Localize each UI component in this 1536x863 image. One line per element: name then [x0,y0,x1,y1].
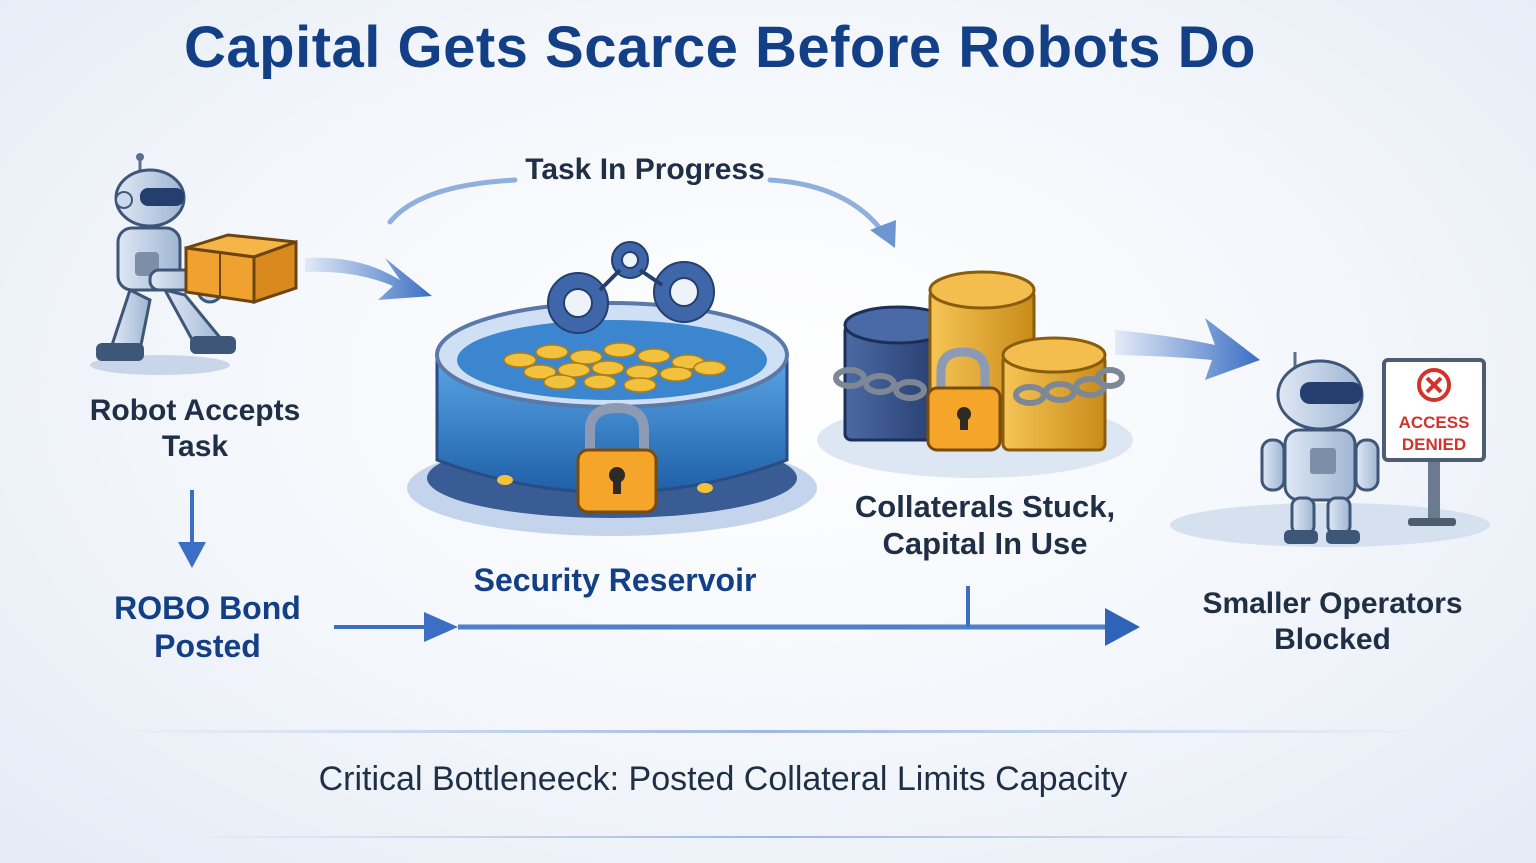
step-smaller-operators-blocked: Smaller Operators Blocked [1202,587,1463,656]
sign-line-2: DENIED [1402,435,1466,454]
package-icon [184,233,298,305]
footer-caption: Critical Bottleneeck: Posted Collateral … [318,760,1128,798]
down-arrow [178,490,206,568]
step-robot-accepts-task: Robot Accepts Task [89,394,301,463]
lock-icon [926,347,1002,452]
chain-icon [833,367,1125,406]
robot-icon [1170,352,1490,547]
flow-arrow-2 [1115,318,1260,380]
bond-flow-arrow [334,586,1140,646]
flow-arrow-1 [305,257,432,300]
page-title: Capital Gets Scarce Before Robots Do [184,15,1256,80]
lock-icon [576,402,658,514]
step-robo-bond-posted: ROBO Bond Posted [114,590,301,665]
access-denied-sign-icon: ACCESS DENIED [1382,358,1486,526]
step-security-reservoir: Security Reservoir [473,562,757,598]
progress-arrow [387,177,888,238]
gear-icon [547,241,715,334]
step-task-in-progress: Task In Progress [525,153,765,186]
sign-line-1: ACCESS [1399,413,1470,432]
step-collaterals-stuck: Collaterals Stuck, Capital In Use [854,489,1116,562]
